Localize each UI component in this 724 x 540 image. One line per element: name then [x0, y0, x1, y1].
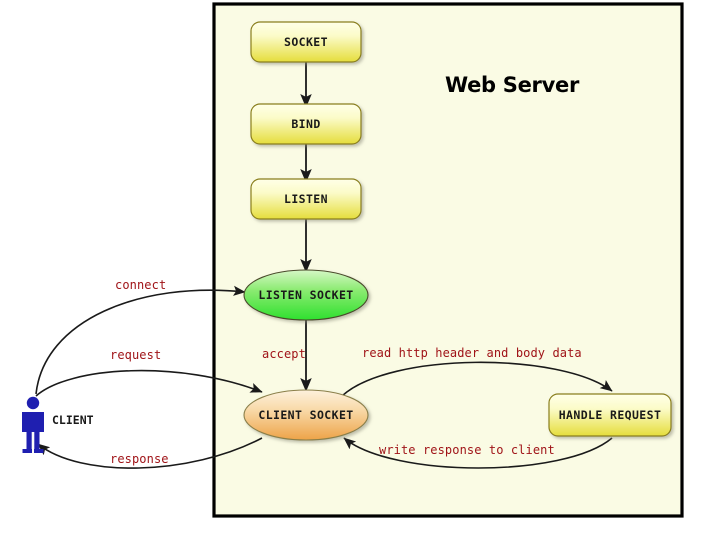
- node-listen-shape: [250, 178, 362, 220]
- actor-head-icon: [26, 396, 40, 410]
- client-actor[interactable]: CLIENT: [22, 396, 94, 453]
- page-title: Web Server: [445, 73, 580, 97]
- node-client-socket-label: CLIENT SOCKET: [258, 408, 353, 422]
- actor-leg-gap: [31, 430, 35, 453]
- actor-right-leg-icon: [34, 430, 40, 452]
- edge-label-write-response: write response to client: [379, 443, 555, 457]
- edge-connect: [35, 285, 246, 395]
- node-listen-socket-label: LISTEN SOCKET: [258, 288, 353, 302]
- edge-labels-layer: connect request accept read http header …: [110, 278, 582, 466]
- edge-label-connect: connect: [115, 278, 166, 292]
- node-client-socket-shape: [243, 389, 369, 441]
- actor-label: CLIENT: [52, 413, 94, 427]
- node-handle-request-shape: [548, 393, 672, 437]
- node-socket-shape: [250, 21, 362, 63]
- nodes-layer: SOCKET BIND LISTEN LISTEN SOCKET CLIENT …: [243, 21, 672, 441]
- edge-label-request: request: [110, 348, 161, 362]
- node-bind-shape: [250, 103, 362, 145]
- edge-write-response: [343, 437, 613, 469]
- node-listen[interactable]: LISTEN: [250, 178, 362, 220]
- node-listen-socket-shape: [243, 269, 369, 321]
- actor-left-leg-icon: [26, 430, 32, 452]
- edge-label-read-http: read http header and body data: [362, 346, 582, 360]
- edge-read-http: [341, 361, 613, 397]
- node-bind[interactable]: BIND: [250, 103, 362, 145]
- node-handle-request-label: HANDLE REQUEST: [559, 408, 662, 422]
- actor-right-foot-icon: [34, 449, 44, 453]
- node-client-socket[interactable]: CLIENT SOCKET: [243, 389, 369, 441]
- node-bind-label: BIND: [291, 117, 320, 131]
- edge-request: [35, 369, 263, 397]
- actor-left-foot-icon: [22, 449, 32, 453]
- edge-label-response: response: [110, 452, 169, 466]
- edge-label-accept: accept: [262, 347, 306, 361]
- edge-response: [37, 437, 263, 469]
- actor-torso-icon: [22, 412, 44, 432]
- node-listen-socket[interactable]: LISTEN SOCKET: [243, 269, 369, 321]
- node-listen-label: LISTEN: [284, 192, 328, 206]
- node-socket[interactable]: SOCKET: [250, 21, 362, 63]
- edges-layer: [35, 62, 613, 469]
- node-socket-label: SOCKET: [284, 35, 328, 49]
- node-handle-request[interactable]: HANDLE REQUEST: [548, 393, 672, 437]
